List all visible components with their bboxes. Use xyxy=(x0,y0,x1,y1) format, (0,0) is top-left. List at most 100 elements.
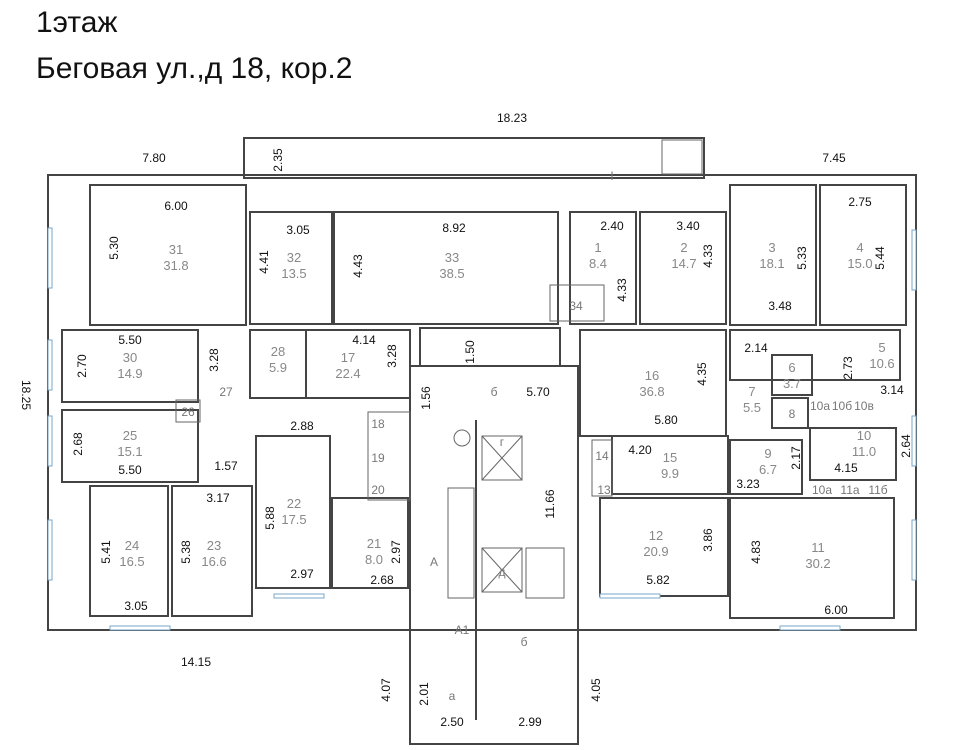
room-17-area: 22.4 xyxy=(335,366,360,381)
address-title: Беговая ул.,д 18, кор.2 xyxy=(36,52,353,85)
room-22-dim-0: 2.88 xyxy=(290,419,314,433)
room-2-number: 2 xyxy=(680,240,687,255)
room-30-number: 30 xyxy=(123,350,137,365)
room-12-area: 20.9 xyxy=(643,544,668,559)
room-9-dim-0: 2.17 xyxy=(789,446,803,470)
room-9-dim-1: 3.23 xyxy=(736,477,760,491)
room-23-number: 23 xyxy=(207,538,221,553)
dim-570: 5.70 xyxy=(526,385,550,399)
dim-bottom-left: 14.15 xyxy=(181,655,211,669)
dim-156: 1.56 xyxy=(419,386,433,410)
room-23-dim-1: 3.17 xyxy=(206,491,230,505)
room-10-dim-1: 2.64 xyxy=(899,434,913,458)
room-1-area: 8.4 xyxy=(589,256,607,271)
room-5-area: 10.6 xyxy=(869,356,894,371)
stair-a-label: А xyxy=(430,555,438,569)
room-9-area: 6.7 xyxy=(759,462,777,477)
room-8-label: 8 xyxy=(789,407,796,421)
room-27-label: 27 xyxy=(219,385,233,399)
dim-150: 1.50 xyxy=(463,340,477,364)
room-24-number: 24 xyxy=(125,538,139,553)
room-25-dim-1: 5.50 xyxy=(118,463,142,477)
room-21-area: 8.0 xyxy=(365,552,383,567)
room-10a-label: 10а xyxy=(810,399,830,413)
room-4-number: 4 xyxy=(856,240,863,255)
room-30-dim-0: 5.50 xyxy=(118,333,142,347)
lift-d-label: д xyxy=(498,565,505,579)
room-12-dim-1: 5.82 xyxy=(646,573,670,587)
dim-stair-mid: 11.66 xyxy=(543,489,557,518)
room-5-number: 5 xyxy=(878,340,885,355)
room-1-number: 1 xyxy=(594,240,601,255)
lift-g-label: г xyxy=(500,435,505,449)
room-20-label: 20 xyxy=(371,483,385,497)
stair-a1-label: А1 xyxy=(455,623,470,637)
room-3-number: 3 xyxy=(768,240,775,255)
room-18-label: 18 xyxy=(371,417,385,431)
dim-stair-left: 4.07 xyxy=(379,678,393,702)
room-4-area: 15.0 xyxy=(847,256,872,271)
dim-stair-a-depth: 2.01 xyxy=(417,682,431,706)
room-4-dim-0: 2.75 xyxy=(848,195,872,209)
room-11-number: 11 xyxy=(811,540,825,555)
room-25-number: 25 xyxy=(123,428,137,443)
room-16-dim-0: 4.35 xyxy=(695,362,709,386)
room-3-area: 18.1 xyxy=(759,256,784,271)
room-1-dim-1: 4.33 xyxy=(615,278,629,302)
room-6-area: 3.7 xyxy=(783,376,801,391)
room-31-dim-0: 6.00 xyxy=(164,199,188,213)
room-3-dim-0: 5.33 xyxy=(795,246,809,270)
room-10-area: 11.0 xyxy=(852,444,876,459)
room-25-area: 15.1 xyxy=(117,444,142,459)
room-1-dim-0: 2.40 xyxy=(600,219,624,233)
dim-157: 1.57 xyxy=(214,459,238,473)
stair-b-lower-label: б xyxy=(521,635,528,649)
room-15-number: 15 xyxy=(663,450,677,465)
top-mark-label: I xyxy=(610,169,613,183)
dim-right-width: 7.45 xyxy=(822,151,846,165)
room-31-dim-1: 5.30 xyxy=(107,236,121,260)
room-31-number: 31 xyxy=(169,242,183,257)
room-28-number: 28 xyxy=(271,344,285,359)
room-34-label: 34 xyxy=(569,299,583,313)
room-5-dim-0: 2.73 xyxy=(841,356,855,380)
floor-title: 1этаж xyxy=(36,6,118,39)
room-10v-label: 10в xyxy=(854,399,874,413)
walls xyxy=(47,137,917,745)
room-10b-label: 10б xyxy=(832,399,852,413)
room-15-dim-0: 4.20 xyxy=(628,443,652,457)
room-11b-label: 11б xyxy=(868,483,887,497)
room-2-dim-0: 3.40 xyxy=(676,219,700,233)
room-6-number: 6 xyxy=(788,360,795,375)
room-3-dim-1: 3.48 xyxy=(768,299,792,313)
room-33-dim-0: 8.92 xyxy=(442,221,466,235)
room-32-dim-0: 3.05 xyxy=(286,223,310,237)
room-16-number: 16 xyxy=(645,368,659,383)
room-28-area: 5.9 xyxy=(269,360,287,375)
room-10-number: 10 xyxy=(857,428,871,443)
stair-a-small-label: а xyxy=(449,689,456,703)
room-17-dim-0: 4.14 xyxy=(352,333,376,347)
dim-stair-b-width: 2.99 xyxy=(518,715,542,729)
dim-stair-right: 4.05 xyxy=(589,678,603,702)
room-11-dim-0: 4.83 xyxy=(749,540,763,564)
room-22-dim-1: 5.88 xyxy=(263,506,277,530)
room-17-number: 17 xyxy=(341,350,355,365)
room-2-area: 14.7 xyxy=(671,256,696,271)
room-32-area: 13.5 xyxy=(281,266,306,281)
room-4-dim-1: 5.44 xyxy=(873,246,887,270)
room-30-area: 14.9 xyxy=(117,366,142,381)
room-14-label: 14 xyxy=(595,449,609,463)
room-28-dim-0: 3.28 xyxy=(207,348,221,372)
room-7-number: 7 xyxy=(748,384,755,399)
room-11-area: 30.2 xyxy=(805,556,830,571)
stair-b-upper-label: б xyxy=(491,385,498,399)
room-21-dim-0: 2.97 xyxy=(389,540,403,564)
room-13-label: 13 xyxy=(597,483,611,497)
room-6-dim-0: 2.14 xyxy=(744,341,768,355)
room-30-dim-1: 2.70 xyxy=(75,354,89,378)
room-9-number: 9 xyxy=(764,446,771,461)
room-21-number: 21 xyxy=(367,536,381,551)
room-25-dim-0: 2.68 xyxy=(71,432,85,456)
